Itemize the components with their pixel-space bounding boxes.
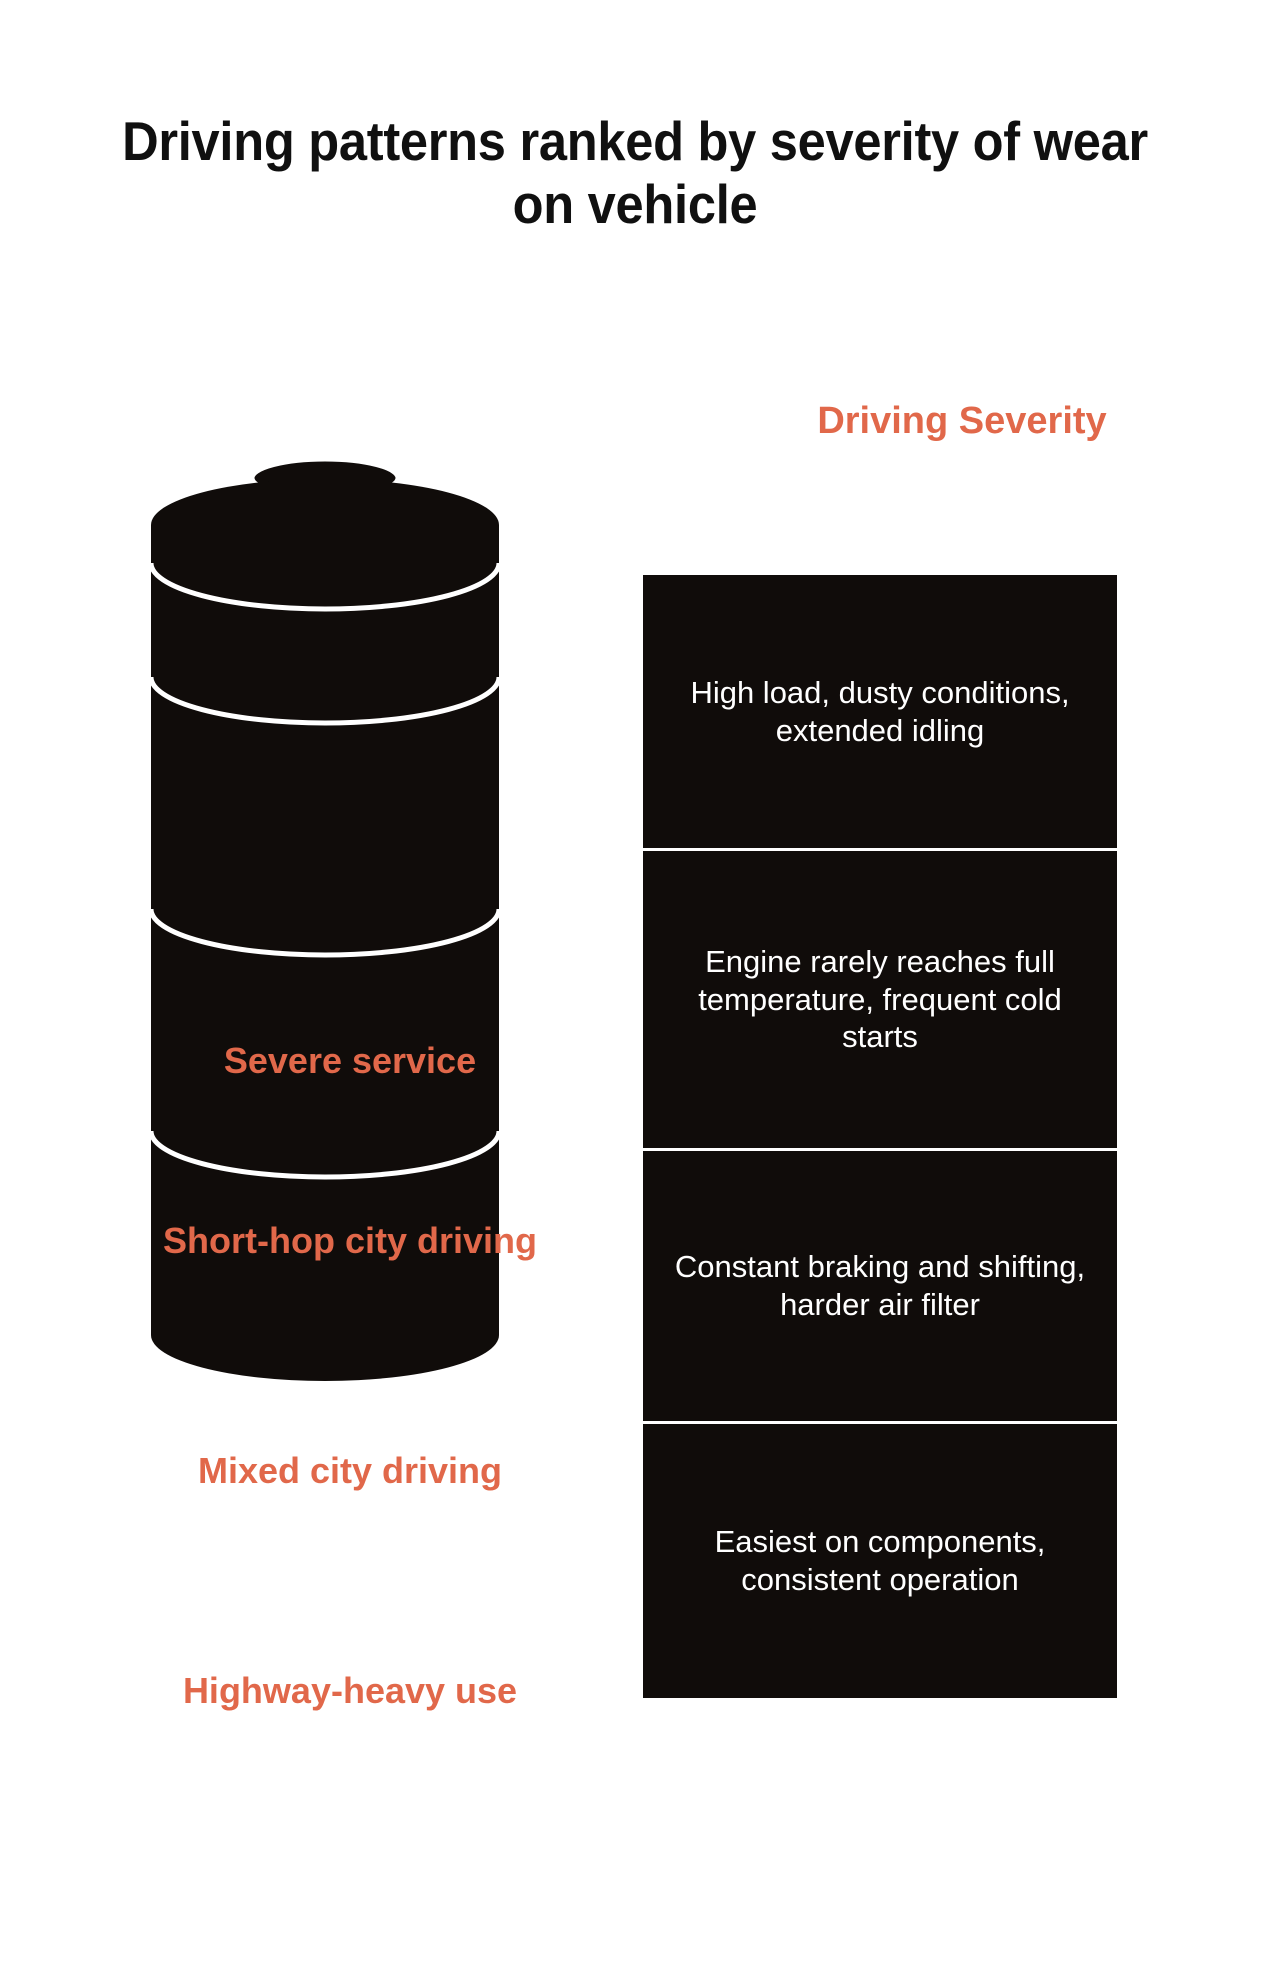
- divider-3: [151, 1130, 499, 1180]
- segment-label-2: Short-hop city driving: [163, 1220, 537, 1261]
- severity-panel-1: High load, dusty conditions, extended id…: [643, 575, 1117, 848]
- segment-label-1: Severe service: [223, 1040, 477, 1081]
- column-header-driving-severity: Driving Severity: [817, 400, 1107, 442]
- severity-text-3: Constant braking and shifting, harder ai…: [674, 1249, 1086, 1322]
- severity-panel-2: Engine rarely reaches full temperature, …: [643, 851, 1117, 1148]
- divider-2: [151, 908, 499, 958]
- severity-panel-3: Constant braking and shifting, harder ai…: [643, 1151, 1117, 1421]
- panel-divider-1: [643, 848, 1117, 851]
- severity-text-1: High load, dusty conditions, extended id…: [690, 674, 1070, 748]
- severity-text-2: Engine rarely reaches full temperature, …: [698, 943, 1062, 1055]
- severity-text-4: Easiest on components, consistent operat…: [714, 1524, 1046, 1597]
- segment-label-4: Highway-heavy use: [182, 1670, 518, 1711]
- segment-label-3: Mixed city driving: [197, 1450, 503, 1491]
- divider-cap: [151, 562, 499, 612]
- divider-1: [151, 676, 499, 726]
- severity-panel-4: Easiest on components, consistent operat…: [643, 1424, 1117, 1698]
- panel-divider-2: [643, 1148, 1117, 1151]
- page-title: Driving patterns ranked by severity of w…: [122, 110, 1148, 236]
- panel-divider-3: [643, 1421, 1117, 1424]
- battery-cylinder-graphic: [148, 456, 502, 1381]
